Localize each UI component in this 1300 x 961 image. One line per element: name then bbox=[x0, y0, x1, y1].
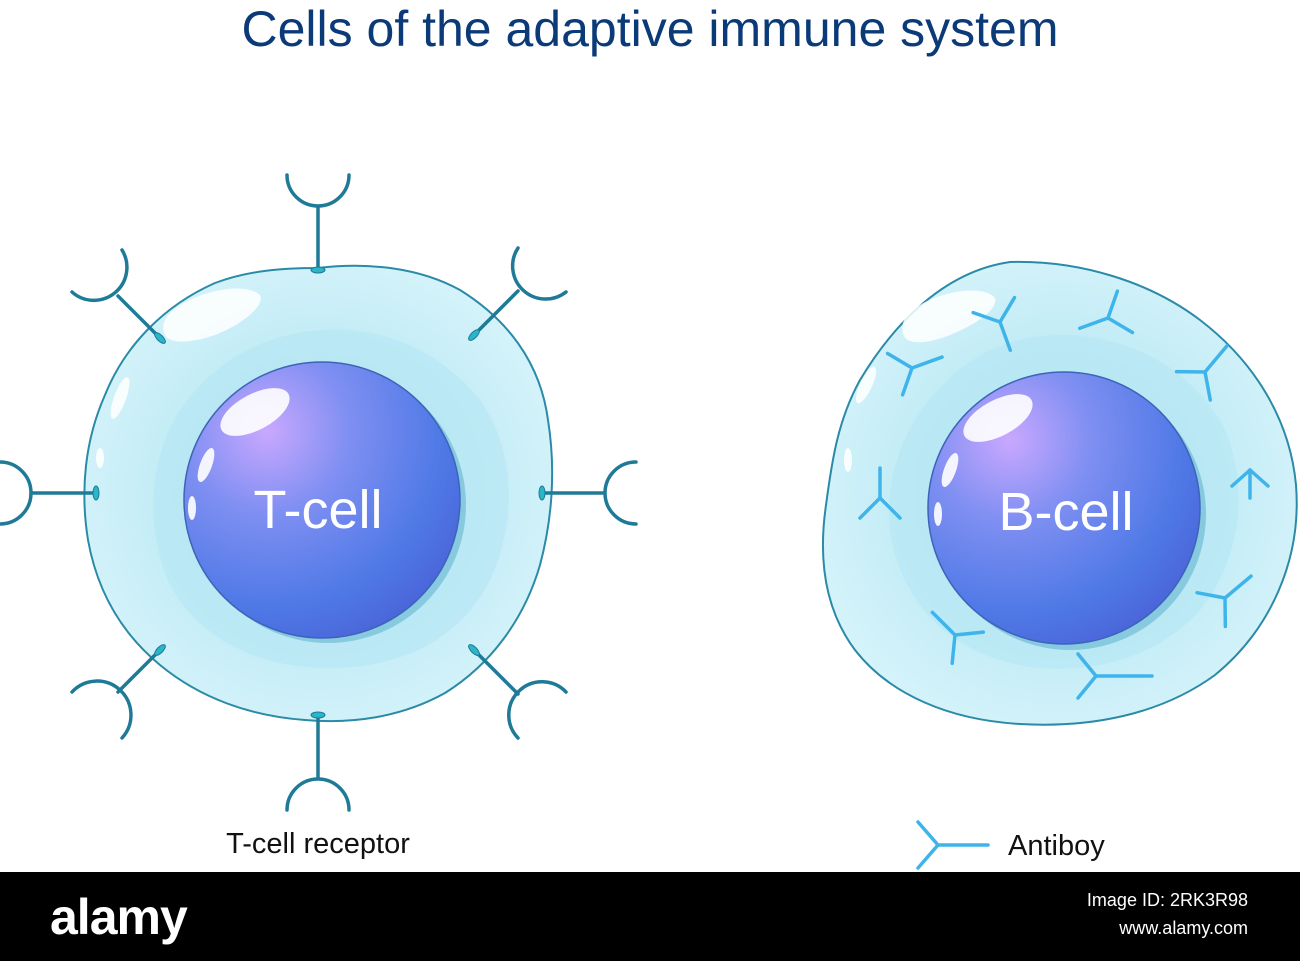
b-cell-nucleus-highlight-small bbox=[941, 452, 959, 488]
antibody bbox=[858, 466, 902, 520]
t-cell-receptors bbox=[0, 173, 638, 812]
antibody bbox=[930, 610, 986, 666]
b-cell-nucleus-highlight bbox=[963, 394, 1033, 442]
antibody bbox=[1230, 468, 1270, 500]
legend-antibody-label: Antiboy bbox=[1008, 830, 1105, 862]
b-cell-highlight-small bbox=[855, 366, 877, 404]
t-cell-nucleus-highlight bbox=[220, 388, 290, 436]
antibody bbox=[971, 295, 1017, 352]
antibody-legend-icon bbox=[916, 820, 990, 870]
t-cell-label: T-cell bbox=[253, 480, 382, 540]
t-cell-receptor-top-right bbox=[468, 246, 568, 341]
t-cell-receptor-right bbox=[538, 460, 638, 526]
t-cell-highlight-tiny bbox=[96, 448, 104, 468]
b-cell-highlight-tiny bbox=[844, 448, 852, 472]
watermark-logo: alamy bbox=[50, 889, 188, 945]
t-cell-receptor-top bbox=[285, 173, 351, 274]
t-cell-receptor-left bbox=[0, 460, 100, 526]
watermark-credit: Image ID: 2RK3R98 www.alamy.com bbox=[1087, 886, 1248, 942]
antibody bbox=[1174, 344, 1229, 402]
b-cell-antibodies bbox=[858, 289, 1270, 700]
antibody bbox=[1195, 574, 1253, 629]
t-cell-receptor-top-left bbox=[70, 248, 166, 344]
t-cell-nucleus-highlight-tiny bbox=[188, 496, 196, 520]
b-cell-nucleus-highlight-tiny bbox=[934, 502, 942, 526]
page-title: Cells of the adaptive immune system bbox=[241, 1, 1059, 57]
t-cell: T-cell bbox=[0, 173, 638, 812]
antibody bbox=[1078, 289, 1135, 335]
legend-receptor-label: T-cell receptor bbox=[226, 828, 410, 860]
t-cell-receptor-bottom-left bbox=[70, 644, 166, 740]
watermark-footer: alamy Image ID: 2RK3R98 www.alamy.com bbox=[0, 872, 1300, 961]
t-cell-nucleus-highlight-small bbox=[197, 447, 215, 483]
t-cell-highlight bbox=[163, 288, 261, 342]
t-cell-receptor-bottom-right bbox=[468, 644, 568, 740]
b-cell-label: B-cell bbox=[998, 482, 1133, 542]
b-cell-nucleus bbox=[927, 371, 1201, 645]
watermark-image-id: Image ID: 2RK3R98 bbox=[1086, 890, 1248, 910]
b-cell-highlight bbox=[902, 290, 996, 343]
watermark-site: www.alamy.com bbox=[1119, 918, 1248, 938]
antibody bbox=[885, 351, 944, 397]
legend: T-cell receptor Antiboy bbox=[226, 820, 1105, 870]
antibody bbox=[1076, 652, 1154, 700]
b-cell: B-cell bbox=[821, 260, 1298, 726]
t-cell-highlight-small bbox=[110, 377, 130, 419]
t-cell-receptor-bottom bbox=[285, 711, 351, 812]
